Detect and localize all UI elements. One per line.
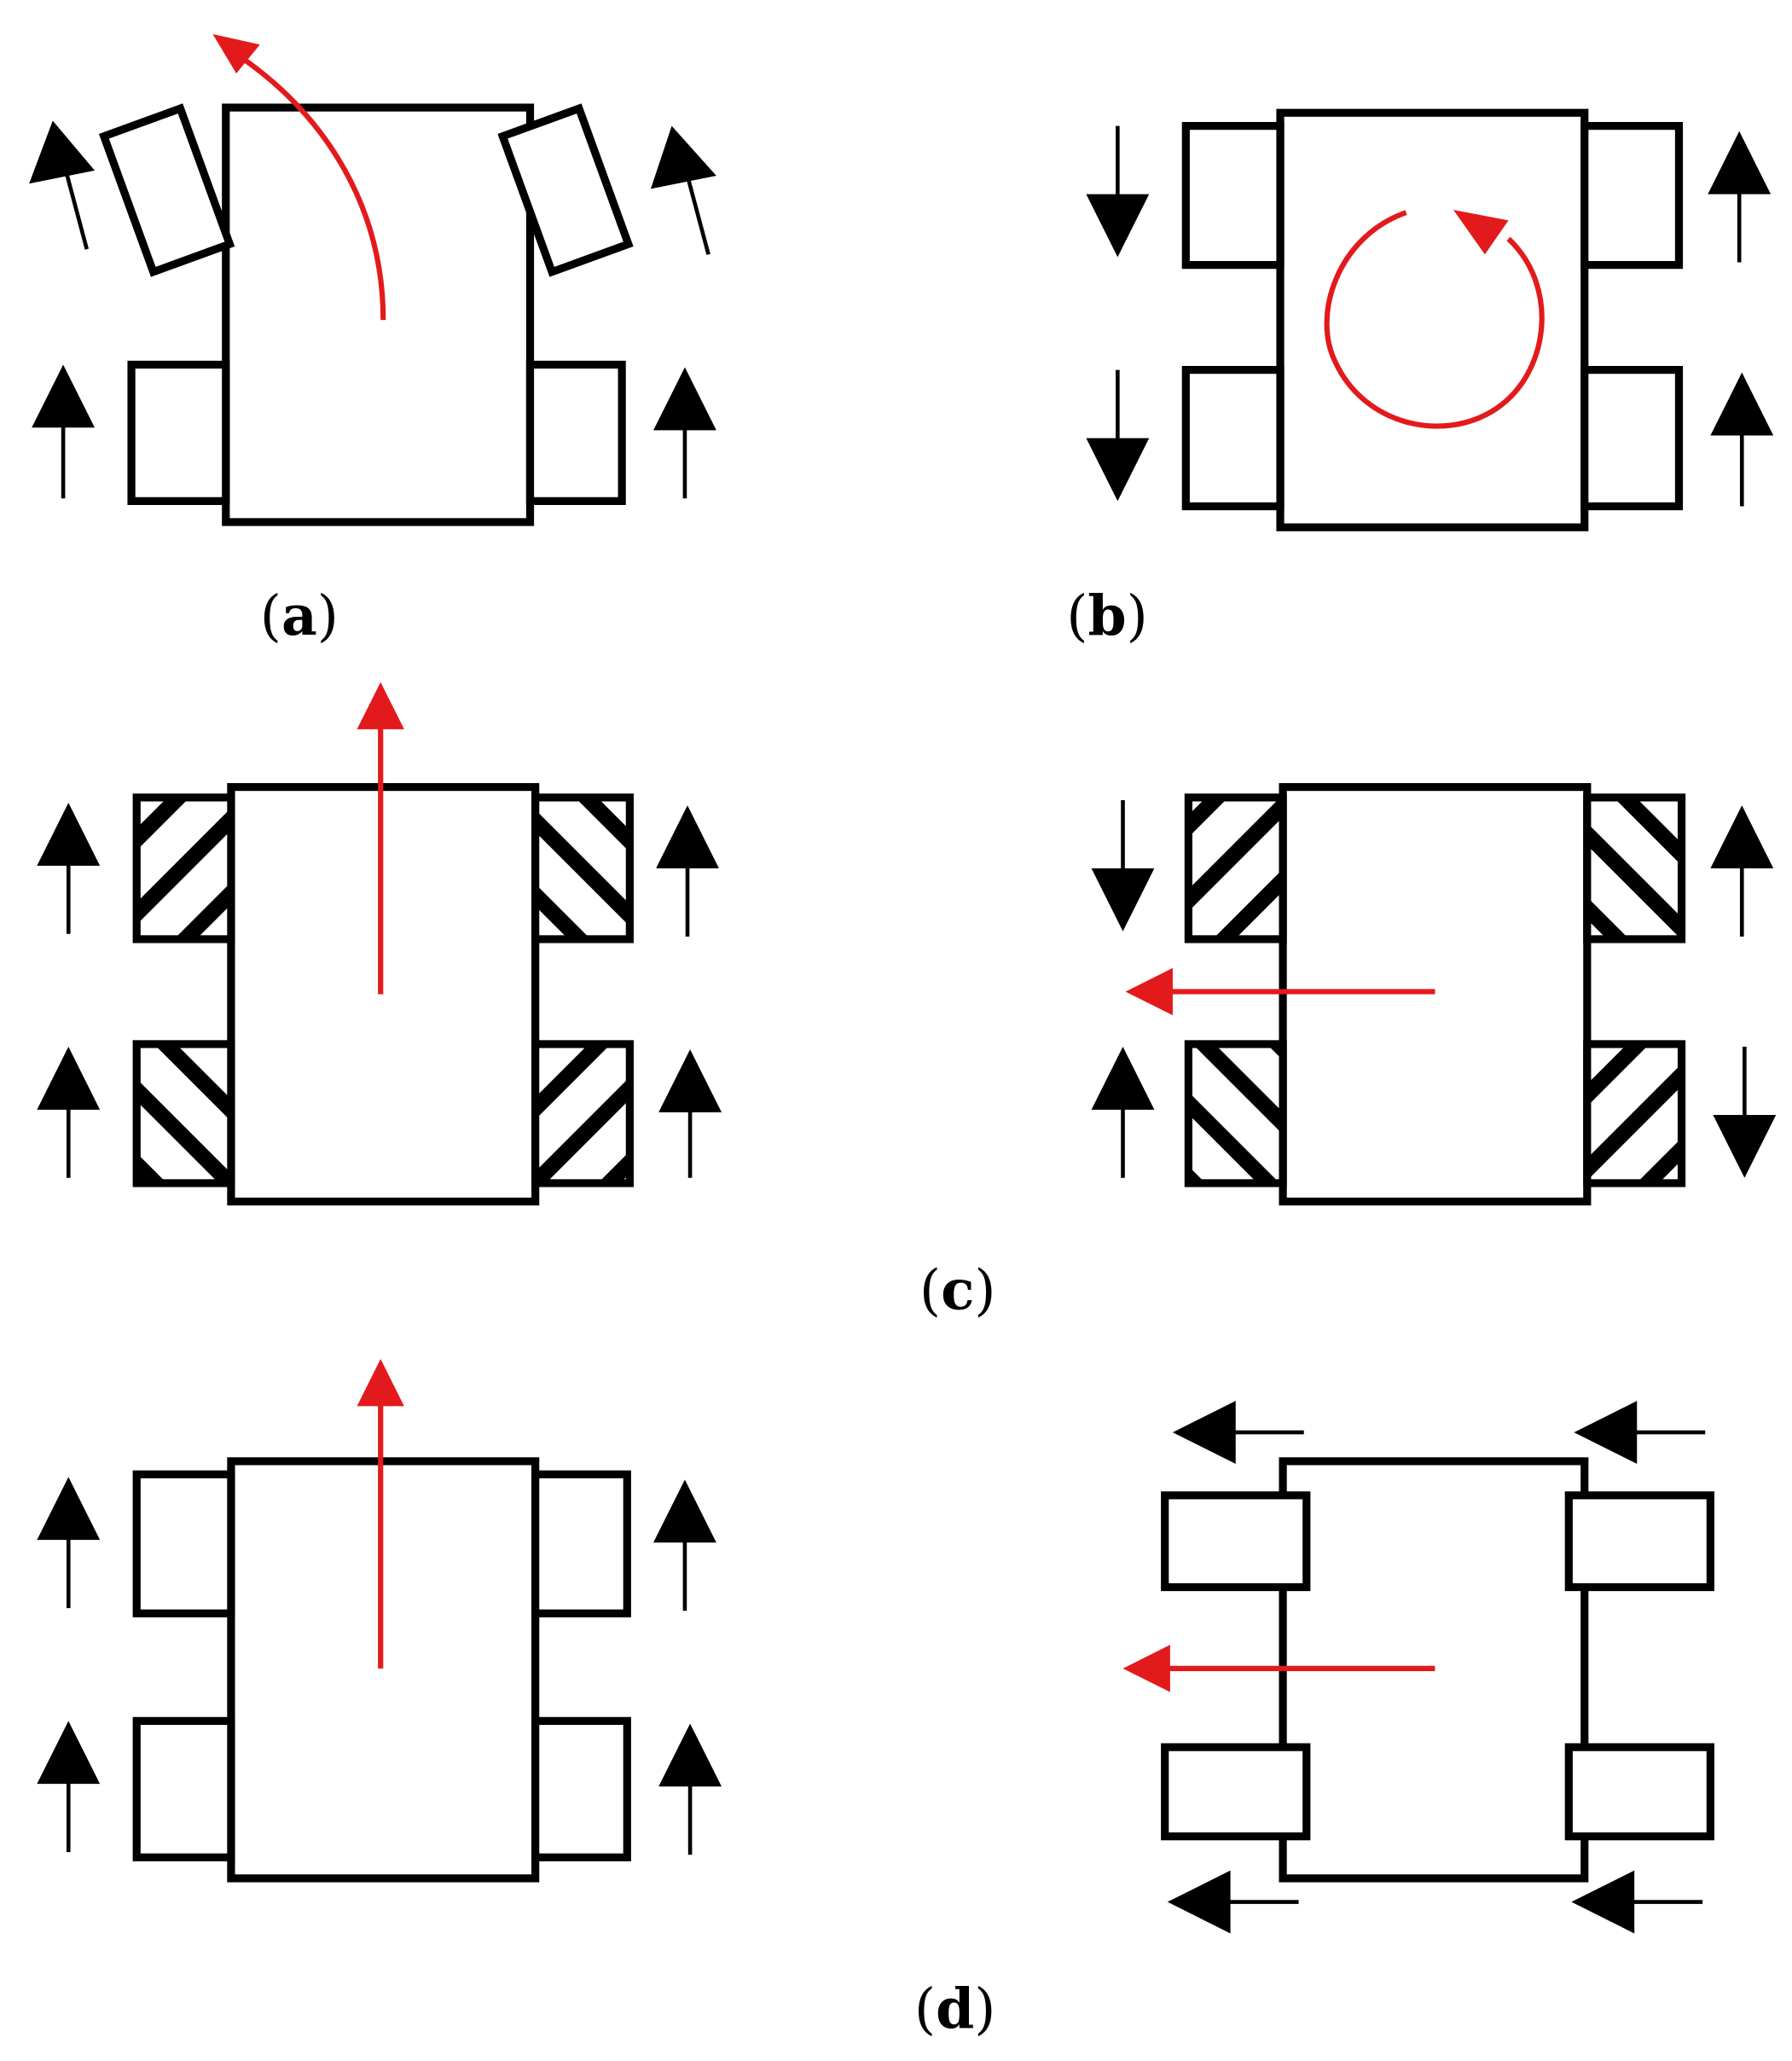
- wheel-arrow-rear-right-up: [1710, 372, 1774, 507]
- wheel-front-right-steered: [497, 103, 634, 277]
- motion-arrow-forward: [357, 1358, 404, 1669]
- wheel-arrow-front-right: [650, 125, 716, 255]
- wheel-rear-left: [1161, 1743, 1311, 1841]
- wheel-rear-right: [1580, 365, 1684, 511]
- panel-label-b: (b): [1066, 583, 1148, 648]
- wheel-front-left: [1161, 1491, 1311, 1592]
- mecanum-wheel-rear-right: [531, 1040, 634, 1187]
- panel-c-left: [37, 682, 722, 1206]
- mecanum-wheel-front-left: [1184, 793, 1287, 943]
- panel-label-c: (c): [919, 1258, 996, 1323]
- wheel-arrow-front-left: [29, 120, 96, 250]
- panel-label-d: (d): [914, 1977, 996, 2041]
- motion-arrow-forward: [357, 682, 404, 995]
- motion-arrow-left: [1122, 1645, 1435, 1692]
- wheel-arrow-front-right-up: [1710, 805, 1774, 937]
- wheel-front-right: [1580, 121, 1684, 270]
- wheel-arrow-rear-right-down: [1713, 1047, 1777, 1178]
- panel-a: [29, 33, 716, 526]
- wheel-rear-right: [1564, 1743, 1714, 1841]
- wheel-arrow-rear-right-left: [1571, 1870, 1703, 1934]
- wheel-arrow-rear-left: [32, 364, 96, 499]
- wheel-arrow-front-left-down: [1086, 125, 1150, 258]
- wheel-arrow-rear-left-up: [1091, 1047, 1155, 1178]
- wheel-front-left: [132, 1470, 235, 1617]
- wheel-arrow-front-right-left: [1574, 1401, 1706, 1464]
- wheel-arrow-front-left-left: [1172, 1401, 1304, 1464]
- mecanum-wheel-front-right: [531, 793, 634, 943]
- mecanum-wheel-front-left: [132, 793, 235, 943]
- wheel-arrow-front-right-up: [1708, 131, 1772, 263]
- wheel-arrow-rear-left-up: [37, 1047, 101, 1178]
- panel-c-right: [1091, 782, 1777, 1206]
- panel-label-a: (a): [260, 583, 339, 648]
- wheel-arrow-front-left-up: [37, 1477, 101, 1609]
- wheel-arrow-rear-right-up: [658, 1049, 722, 1178]
- wheel-rear-right: [531, 1716, 631, 1861]
- wheel-arrow-front-left-down: [1091, 799, 1155, 932]
- wheel-rear-left: [132, 1716, 235, 1861]
- wheel-front-right: [1564, 1491, 1714, 1592]
- motion-arrow-turn: [212, 33, 386, 321]
- wheel-arrow-rear-left-left: [1167, 1870, 1299, 1934]
- vehicle-body: [1276, 108, 1589, 531]
- wheel-arrow-rear-right-up: [658, 1723, 722, 1855]
- vehicle-body: [227, 1457, 540, 1883]
- mecanum-wheel-front-right: [1583, 793, 1686, 943]
- wheel-arrow-front-right-up: [653, 1479, 716, 1611]
- motion-arrow-left: [1125, 967, 1435, 1016]
- mecanum-wheel-rear-right: [1583, 1040, 1686, 1187]
- motion-arrow-rotate: [1324, 210, 1545, 429]
- wheel-arrow-rear-left-up: [37, 1721, 101, 1853]
- wheel-front-right: [531, 1470, 631, 1617]
- panel-d-right: [1122, 1401, 1714, 1934]
- wheel-front-left-steered: [98, 103, 235, 277]
- panel-d-left: [37, 1358, 722, 1883]
- wheel-rear-right: [525, 360, 626, 505]
- wheel-rear-left: [1181, 365, 1285, 511]
- panel-b: [1086, 108, 1774, 531]
- wheel-rear-left: [127, 360, 230, 505]
- wheel-arrow-front-left-up: [37, 803, 101, 934]
- wheel-arrow-front-right-up: [656, 805, 719, 937]
- mecanum-wheel-rear-left: [132, 1040, 235, 1187]
- wheel-arrow-rear-left-down: [1086, 369, 1150, 502]
- mecanum-wheel-rear-left: [1184, 1040, 1287, 1187]
- vehicle-body: [222, 103, 535, 526]
- wheel-front-left: [1181, 121, 1285, 270]
- wheel-arrow-rear-right: [653, 367, 716, 499]
